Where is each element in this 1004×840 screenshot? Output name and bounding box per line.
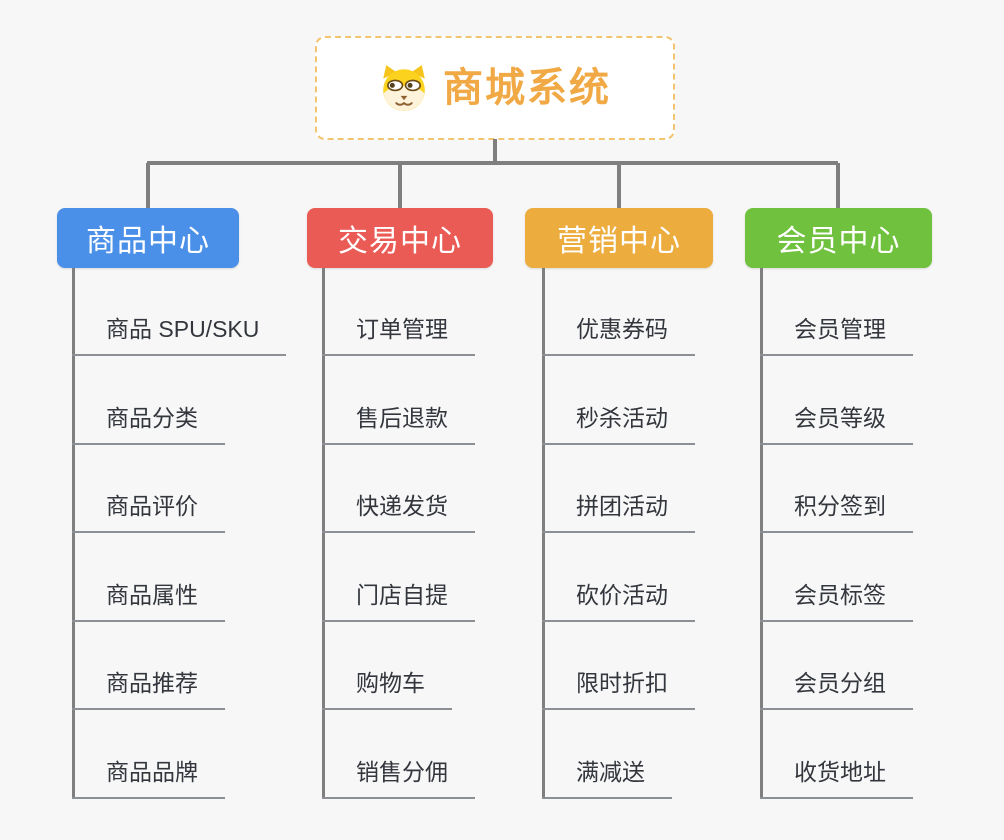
connector-trunk-marketing [542,268,545,799]
branch-label: 营销中心 [557,225,681,258]
connector-bus [147,161,838,165]
branch-node-product-center[interactable]: 商品中心 [57,208,239,268]
leaf-node[interactable]: 拼团活动 [542,489,695,533]
branch-node-trade-center[interactable]: 交易中心 [307,208,493,268]
leaf-node[interactable]: 门店自提 [322,578,475,622]
branch-label: 交易中心 [338,225,462,258]
connector-trunk-product [72,268,75,799]
root-node-mall-system[interactable]: 商城系统 [315,36,675,140]
leaf-node[interactable]: 销售分佣 [322,755,475,799]
leaf-node[interactable]: 满减送 [542,755,672,799]
leaf-node[interactable]: 商品推荐 [72,666,225,710]
leaf-node[interactable]: 商品 SPU/SKU [72,312,287,356]
branch-label: 会员中心 [776,225,901,258]
leaf-node[interactable]: 会员标签 [760,578,913,622]
leaf-node[interactable]: 商品属性 [72,578,225,622]
leaf-node[interactable]: 会员管理 [760,312,913,356]
leaf-node[interactable]: 商品评价 [72,489,225,533]
leaf-node[interactable]: 商品分类 [72,401,225,445]
root-node-title: 商城系统 [443,66,611,110]
connector-stub-member [836,163,840,209]
leaf-node[interactable]: 优惠券码 [542,312,695,356]
leaf-node[interactable]: 会员分组 [760,666,913,710]
connector-stub-trade [398,163,402,209]
leaf-node[interactable]: 秒杀活动 [542,401,695,445]
leaf-node[interactable]: 会员等级 [760,401,913,445]
connector-trunk-member [760,268,763,799]
leaf-node[interactable]: 订单管理 [322,312,475,356]
leaf-node[interactable]: 售后退款 [322,401,475,445]
leaf-node[interactable]: 收货地址 [760,755,913,799]
branch-label: 商品中心 [86,225,210,258]
leaf-node[interactable]: 砍价活动 [542,578,695,622]
branch-node-marketing-center[interactable]: 营销中心 [525,208,713,268]
leaf-node[interactable]: 购物车 [322,666,452,710]
connector-trunk-trade [322,268,325,799]
branch-node-member-center[interactable]: 会员中心 [745,208,932,268]
connector-stub-product [146,163,150,209]
leaf-node[interactable]: 限时折扣 [542,666,695,710]
leaf-node[interactable]: 商品品牌 [72,755,225,799]
leaf-node[interactable]: 积分签到 [760,489,913,533]
connector-stub-marketing [617,163,621,209]
doge-icon [379,63,429,113]
leaf-node[interactable]: 快递发货 [322,489,475,533]
connector-root-stub [493,139,497,163]
